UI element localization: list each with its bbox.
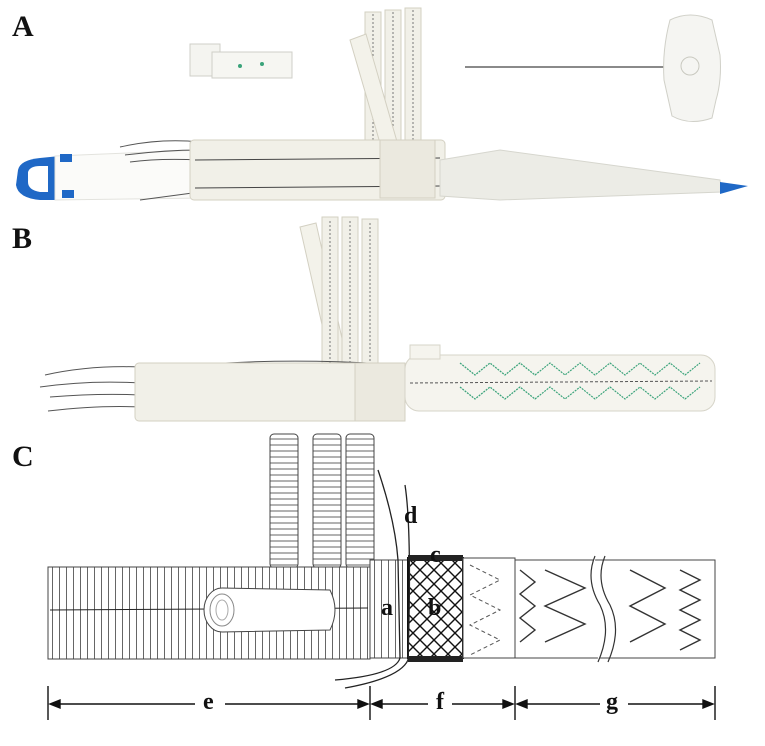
part-label-a: a xyxy=(381,595,393,621)
stent-segment-f xyxy=(462,557,516,659)
schematic-drawing xyxy=(47,433,716,720)
panel-label-b: B xyxy=(12,222,33,255)
t-handle-stylet xyxy=(465,14,721,122)
graft-body-a xyxy=(189,139,446,201)
panel-b-photo: B xyxy=(0,215,765,430)
stent-graft-b xyxy=(404,344,716,412)
panel-c-schematic: C a b c d e f g xyxy=(0,430,765,746)
part-label-b: b xyxy=(428,595,442,621)
branch-tabs-b xyxy=(299,216,379,370)
panel-a-illustration xyxy=(16,7,748,201)
delivery-handle xyxy=(16,149,206,201)
delivery-sheath xyxy=(439,149,748,201)
distal-stent-g xyxy=(514,555,716,663)
branch-tabs-a xyxy=(349,7,422,163)
segment-a xyxy=(369,559,409,659)
segment-label-e: e xyxy=(203,689,214,715)
part-label-c: c xyxy=(430,542,441,568)
panel-a-photo: A xyxy=(0,0,765,215)
segment-label-f: f xyxy=(436,689,444,715)
dimension-lines xyxy=(47,686,716,720)
side-branches xyxy=(269,433,375,569)
panel-label-c: C xyxy=(12,440,34,473)
marker-c xyxy=(408,555,463,662)
panel-label-a: A xyxy=(12,10,34,43)
main-trunk xyxy=(47,566,371,660)
segment-label-g: g xyxy=(606,689,618,715)
part-label-d: d xyxy=(404,503,418,529)
panel-b-illustration xyxy=(39,216,716,422)
graft-body-b xyxy=(134,362,406,422)
release-clip xyxy=(189,43,293,79)
guide-wire-d xyxy=(334,469,411,689)
